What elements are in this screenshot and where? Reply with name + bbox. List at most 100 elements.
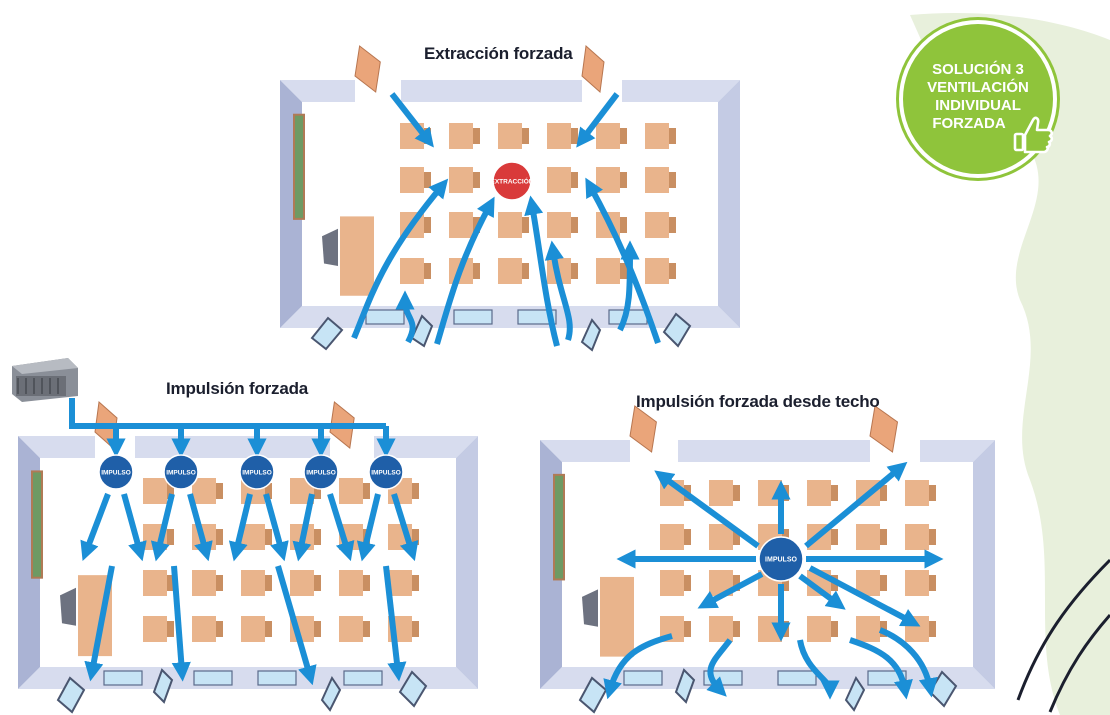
unit-label: EXTRACCIÓN <box>491 176 534 185</box>
wall-top <box>540 440 995 462</box>
ventilation-unit: IMPULSO <box>303 454 339 490</box>
decor-stroke <box>1016 558 1110 701</box>
badge-line-2: VENTILACIÓN <box>927 79 1029 96</box>
decor-stroke <box>1048 614 1110 713</box>
student-chair <box>265 621 272 637</box>
airflow-arrow <box>389 92 434 148</box>
student-chair <box>363 483 370 499</box>
unit-disc <box>492 161 532 201</box>
teacher-chair <box>582 589 598 627</box>
badge-line-3: INDIVIDUAL <box>935 97 1021 114</box>
unit-disc <box>758 536 804 582</box>
wall-top <box>280 80 740 102</box>
student-desk <box>192 570 216 596</box>
unit-label: IMPULSO <box>101 469 131 476</box>
window-icon <box>410 314 434 348</box>
blackboard-icon <box>31 470 43 579</box>
student-chair <box>929 575 936 591</box>
student-desk <box>449 212 473 238</box>
airflow-arrow <box>804 461 908 549</box>
airflow-arrow <box>434 196 495 345</box>
ventilation-unit: IMPULSO <box>758 536 804 582</box>
airflow-arrow <box>292 493 315 562</box>
teacher-chair <box>60 587 76 626</box>
airflow-arrow <box>697 571 764 609</box>
student-chair <box>314 483 321 499</box>
window-icon <box>844 675 866 712</box>
window-icon <box>365 309 405 325</box>
student-chair <box>412 483 419 499</box>
airflow-arrow <box>228 493 253 562</box>
student-chair <box>314 529 321 545</box>
student-chair <box>412 575 419 591</box>
student-chair <box>669 128 676 144</box>
unit-label: IMPULSO <box>306 469 336 476</box>
air-cooler-icon <box>12 358 78 402</box>
student-desk <box>709 616 733 642</box>
student-desk <box>388 570 412 596</box>
student-desk <box>192 478 216 504</box>
airflow-arrow <box>275 565 317 686</box>
window-icon <box>193 670 233 686</box>
student-chair <box>929 485 936 501</box>
student-desk <box>143 616 167 642</box>
student-chair <box>684 575 691 591</box>
unit-disc <box>368 454 404 490</box>
student-desk <box>547 167 571 193</box>
door-gap <box>630 439 678 463</box>
student-chair <box>314 575 321 591</box>
airflow-arrow <box>617 240 640 332</box>
student-desk <box>645 167 669 193</box>
wall-right <box>973 440 995 689</box>
solution-badge: SOLUCIÓN 3 VENTILACIÓN INDIVIDUAL FORZAD… <box>899 20 1057 178</box>
airflow-arrow <box>544 240 573 341</box>
student-chair <box>412 529 419 545</box>
student-chair <box>473 128 480 144</box>
student-chair <box>620 128 627 144</box>
student-chair <box>880 485 887 501</box>
airflow-arrow <box>80 492 111 561</box>
background-decoration <box>910 12 1110 715</box>
student-desk <box>807 480 831 506</box>
airflow-arrow <box>808 565 921 627</box>
student-desk <box>596 258 620 284</box>
airflow-arrow <box>798 573 846 610</box>
blackboard-icon <box>553 473 565 581</box>
student-chair <box>522 263 529 279</box>
student-desk <box>192 616 216 642</box>
door-gap <box>330 435 374 459</box>
airflow-arrow <box>524 195 560 347</box>
student-chair <box>831 529 838 545</box>
window-icon <box>310 316 344 351</box>
airflow-arrow <box>150 493 175 562</box>
diagram-title-impulsion: Impulsión forzada <box>166 379 309 398</box>
window-icon <box>928 670 958 708</box>
student-desk <box>905 480 929 506</box>
student-desk <box>856 524 880 550</box>
student-desk <box>709 480 733 506</box>
ventilation-unit: IMPULSO <box>239 454 275 490</box>
door-icon <box>629 405 657 453</box>
student-chair <box>929 621 936 637</box>
window-icon <box>580 318 602 352</box>
student-desk <box>905 570 929 596</box>
window-icon <box>320 675 342 712</box>
airflow-arrow <box>383 565 407 682</box>
student-desk <box>143 478 167 504</box>
background-blob <box>910 12 1110 715</box>
wall-right <box>456 436 478 689</box>
badge-line-1: SOLUCIÓN 3 <box>932 61 1024 78</box>
student-chair <box>265 529 272 545</box>
student-chair <box>314 621 321 637</box>
window-icon <box>453 309 493 325</box>
student-desk <box>339 616 363 642</box>
teacher-desk-icon <box>600 576 634 657</box>
classroom-impulsion <box>18 401 478 714</box>
unit-label: IMPULSO <box>371 469 401 476</box>
student-desk <box>241 570 265 596</box>
window-icon <box>517 309 557 325</box>
student-chair <box>669 217 676 233</box>
door-icon <box>354 45 381 93</box>
ventilation-unit: IMPULSO <box>368 454 404 490</box>
ventilation-unit: EXTRACCIÓN <box>491 161 534 201</box>
